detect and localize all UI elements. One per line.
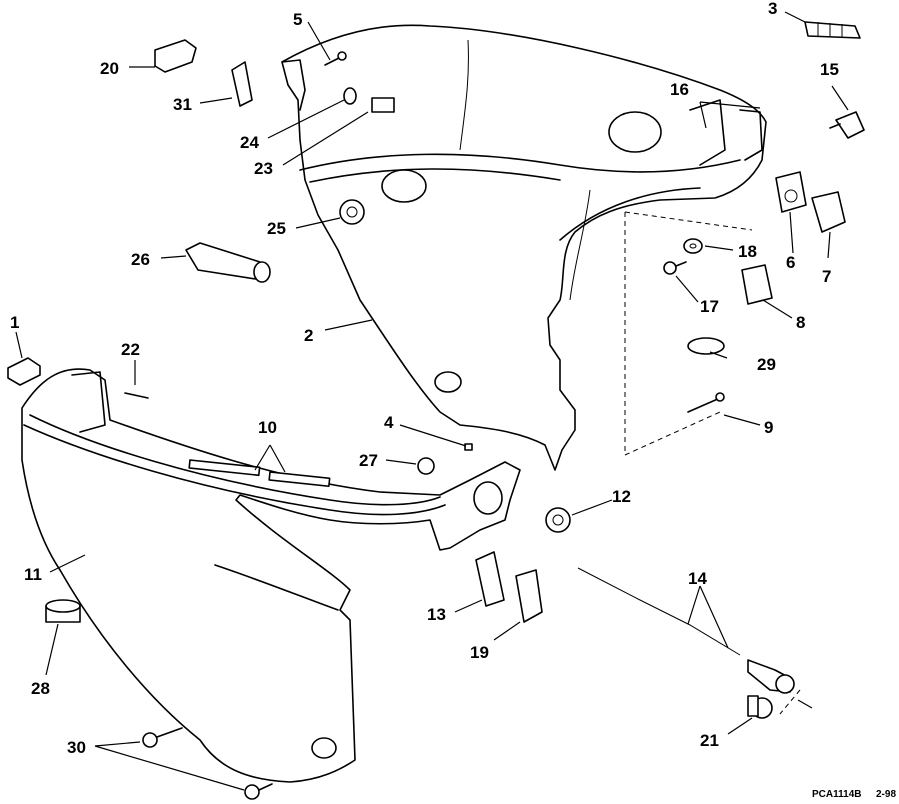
part-29-grommet bbox=[687, 337, 725, 355]
part-7-cap bbox=[811, 191, 846, 233]
part-20-bracket bbox=[154, 39, 197, 73]
figure-date: 2-98 bbox=[876, 789, 896, 800]
part-28-grommet bbox=[45, 599, 81, 623]
callout-11: 11 bbox=[24, 565, 42, 584]
callout-6: 6 bbox=[786, 253, 795, 272]
callout-19: 19 bbox=[470, 643, 489, 662]
callout-18: 18 bbox=[738, 242, 757, 261]
callout-26: 26 bbox=[131, 250, 150, 269]
part-10-strips bbox=[188, 459, 331, 488]
callout-4: 4 bbox=[384, 413, 394, 432]
part-21-plug bbox=[747, 695, 773, 719]
part-26-tube bbox=[185, 242, 271, 283]
part-27-washer bbox=[417, 457, 435, 475]
part-13-bracket bbox=[475, 551, 505, 607]
part-18-washer bbox=[683, 238, 703, 254]
callout-7: 7 bbox=[822, 267, 831, 286]
callout-14: 14 bbox=[688, 569, 707, 588]
callout-17: 17 bbox=[700, 297, 719, 316]
callout-15: 15 bbox=[820, 60, 839, 79]
callout-21: 21 bbox=[700, 731, 719, 750]
callout-20: 20 bbox=[100, 59, 119, 78]
part-1-clip bbox=[7, 357, 41, 386]
upper-cover-part bbox=[281, 24, 767, 471]
callout-3: 3 bbox=[768, 0, 777, 18]
callout-22: 22 bbox=[121, 340, 140, 359]
callout-5: 5 bbox=[293, 10, 302, 29]
part-15-fitting bbox=[829, 111, 865, 139]
part-17-screw bbox=[663, 261, 687, 275]
part-6-latch bbox=[775, 171, 807, 213]
figure-code: PCA1114B bbox=[812, 789, 861, 800]
part-4-pin bbox=[464, 443, 473, 451]
part-5-screw bbox=[324, 51, 347, 66]
callout-23: 23 bbox=[254, 159, 273, 178]
callout-28: 28 bbox=[31, 679, 50, 698]
callout-25: 25 bbox=[267, 219, 286, 238]
callout-labels: 1 2 3 4 5 6 7 8 9 10 11 12 13 14 15 16 1… bbox=[10, 0, 896, 800]
lower-cover-part bbox=[21, 368, 521, 783]
callout-29: 29 bbox=[757, 355, 776, 374]
callout-2: 2 bbox=[304, 326, 313, 345]
callout-30: 30 bbox=[67, 738, 86, 757]
callout-1: 1 bbox=[10, 313, 19, 332]
part-23-stud bbox=[371, 97, 395, 113]
part-19-cap bbox=[515, 569, 543, 623]
callout-31: 31 bbox=[173, 95, 192, 114]
part-9-bolt bbox=[687, 392, 725, 413]
callout-13: 13 bbox=[427, 605, 446, 624]
callout-24: 24 bbox=[240, 133, 259, 152]
alignment-lines bbox=[624, 211, 801, 715]
leader-lines bbox=[15, 11, 849, 791]
part-12-knob bbox=[545, 507, 571, 533]
part-3-grip bbox=[804, 21, 861, 39]
callout-16: 16 bbox=[670, 80, 689, 99]
callout-12: 12 bbox=[612, 487, 631, 506]
part-24-ring bbox=[343, 87, 357, 105]
callout-27: 27 bbox=[359, 451, 378, 470]
part-14-cable bbox=[577, 567, 795, 694]
part-25-grommet bbox=[339, 199, 365, 225]
part-22-screw bbox=[124, 392, 149, 399]
callout-10: 10 bbox=[258, 418, 277, 437]
callout-9: 9 bbox=[764, 418, 773, 437]
part-31-latch bbox=[231, 61, 253, 107]
part-30-screws bbox=[142, 727, 273, 800]
part-8-pad bbox=[741, 264, 773, 305]
callout-8: 8 bbox=[796, 313, 805, 332]
